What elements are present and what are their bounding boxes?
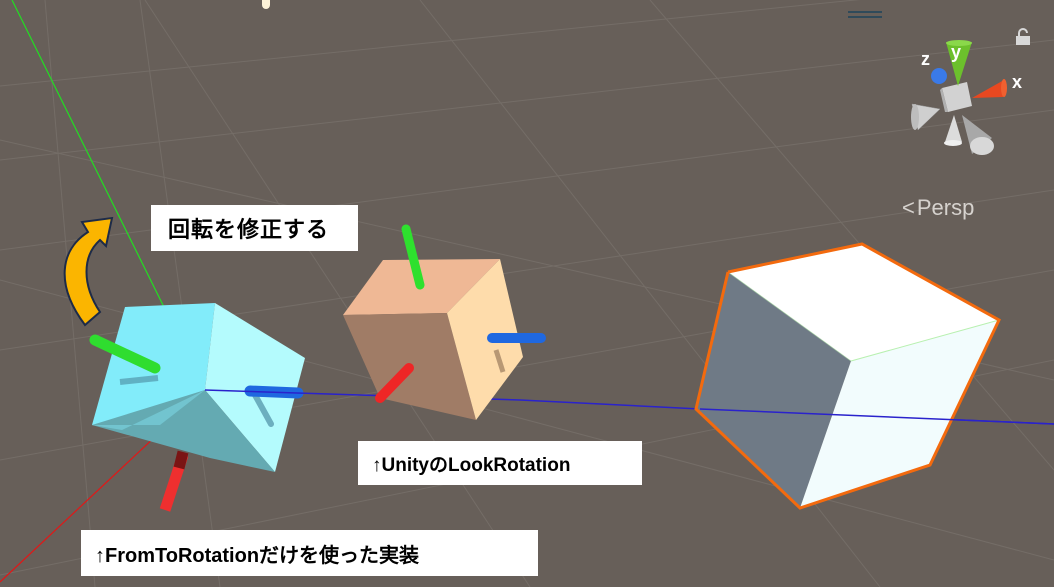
- annotation-fix-rotation: 回転を修正する: [151, 205, 358, 251]
- top-handle: [262, 0, 270, 9]
- hamburger-icon[interactable]: [848, 11, 882, 19]
- gizmo-z-label[interactable]: z: [921, 49, 930, 69]
- persp-chevron-icon: <: [902, 195, 915, 220]
- gizmo-neg-y-cone: [945, 115, 962, 142]
- gizmo-x-cone: [972, 80, 1004, 98]
- annotation-fromto-rotation: ↑FromToRotationだけを使った実装: [81, 530, 538, 576]
- cube-lookrotation: [343, 224, 546, 420]
- gizmo-y-label[interactable]: y: [951, 42, 962, 62]
- annotation-look-rotation: ↑UnityのLookRotation: [358, 441, 642, 485]
- gizmo-neg-z-cone: [962, 115, 992, 154]
- lock-open-icon[interactable]: [1015, 28, 1031, 46]
- projection-label: Persp: [916, 195, 975, 220]
- gizmo-y-cone: [946, 42, 972, 86]
- rotate-arrow-icon: [63, 216, 114, 327]
- gizmo-center-cube: [942, 82, 972, 112]
- cube-fromto: [89, 303, 305, 512]
- gizmo-x-label[interactable]: x: [1012, 72, 1023, 92]
- projection-toggle[interactable]: < Persp: [902, 195, 974, 221]
- gizmo-z-cone: [931, 68, 947, 84]
- cube-selected: [694, 242, 1054, 510]
- orientation-gizmo[interactable]: [890, 30, 1030, 165]
